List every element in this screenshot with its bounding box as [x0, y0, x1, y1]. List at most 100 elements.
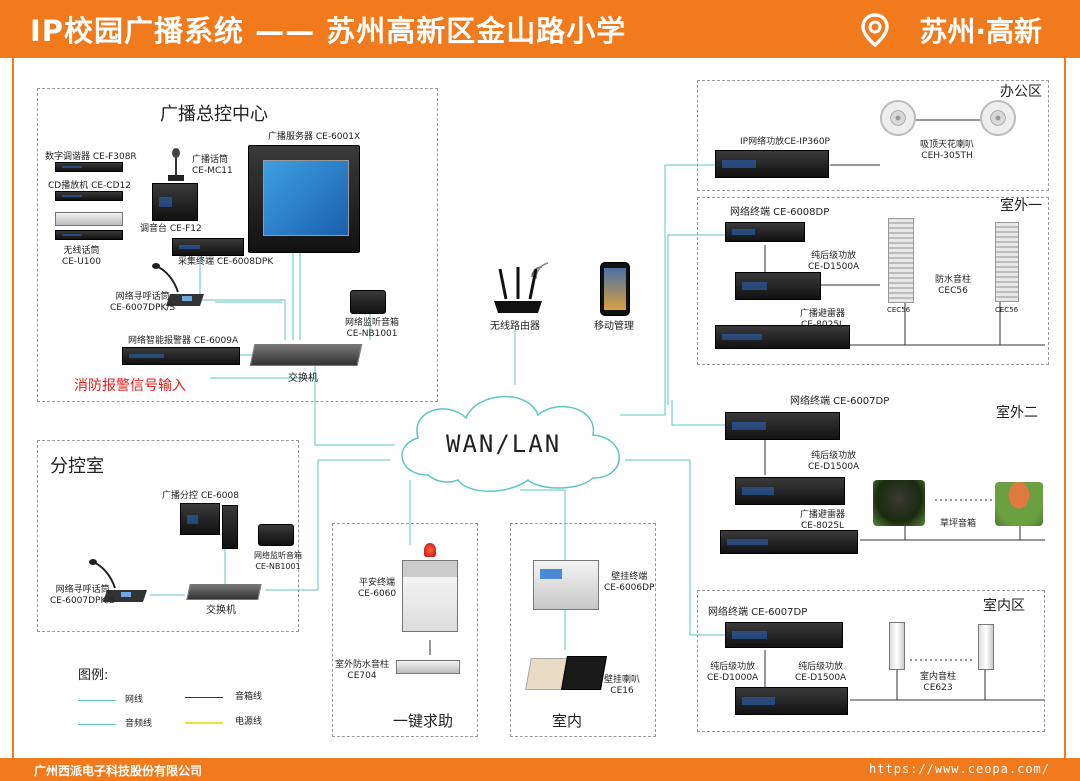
mobile-label: 移动管理: [594, 321, 634, 332]
outdoor1-power-amp[interactable]: [735, 272, 821, 300]
one-key-title: 一键求助: [393, 712, 454, 730]
monitor-label: 网络监听音箱 CE-NB1001: [345, 318, 400, 339]
tuner-unit[interactable]: [55, 212, 123, 226]
legend-audio-line: [78, 724, 116, 725]
lawn-speaker-mushroom[interactable]: [995, 482, 1043, 526]
cloud-icon: [401, 395, 620, 492]
wan-lan-label: WAN/LAN: [446, 430, 562, 458]
outdoor1-region: [697, 197, 1049, 365]
cd-label: CD播放机 CE-CD12: [48, 181, 131, 191]
indoor-column-2[interactable]: [978, 624, 994, 670]
sub-switch[interactable]: [186, 584, 262, 600]
paging-label: 网络寻呼话筒 CE-6007DPK/S: [110, 292, 176, 313]
wall-terminal-label: 壁挂终端 CE-6006DP: [604, 572, 655, 593]
location-pin-icon: [861, 13, 889, 47]
sub-control-region: [37, 440, 299, 632]
cd-player[interactable]: [55, 191, 123, 201]
broadcast-server[interactable]: [248, 145, 360, 253]
header-bar: IP校园广播系统 —— 苏州高新区金山路小学 苏州·高新: [0, 0, 1080, 58]
monitor-speaker[interactable]: [350, 290, 386, 314]
legend-power-line: [185, 722, 223, 724]
ceiling-speaker-1[interactable]: [880, 100, 916, 136]
outdoor1-terminal-label: 网络终端 CE-6008DP: [730, 207, 830, 218]
outdoor2-terminal-label: 网络终端 CE-6007DP: [790, 396, 890, 407]
wireless-router-icon: [494, 262, 549, 313]
indoor-area-title: 室内区: [983, 598, 1025, 614]
office-region: [697, 80, 1049, 191]
column-tag-2: CEC56: [995, 306, 1019, 314]
ceiling-speaker-2[interactable]: [980, 100, 1016, 136]
location-label: 苏州·高新: [919, 15, 1042, 48]
mixer-label: 调音台 CE-F12: [140, 224, 202, 234]
sub-host-label: 广播分控 CE-6008: [162, 491, 239, 501]
wall-speaker-black[interactable]: [561, 656, 607, 690]
ceiling-speaker-label: 吸顶天花喇叭 CEH-305TH: [920, 140, 975, 161]
digital-tuner[interactable]: [55, 162, 123, 172]
phone-screen: [604, 268, 626, 310]
outdoor1-title: 室外一: [1000, 198, 1042, 214]
indoor-power-amp[interactable]: [735, 687, 848, 715]
outdoor1-amp-label: 纯后级功放 CE-D1500A: [808, 251, 860, 272]
page-title: IP校园广播系统 —— 苏州高新区金山路小学: [30, 14, 627, 48]
one-key-region: [332, 523, 478, 737]
microphone-icon: [168, 148, 184, 181]
legend-network-line: [78, 700, 116, 701]
indoor-amp1-label: 纯后级功放 CE-D1000A: [707, 662, 759, 683]
indoor-column-label: 室内音柱 CE623: [920, 672, 957, 693]
legend-power: 电源线: [235, 717, 263, 727]
network-switch[interactable]: [249, 344, 363, 366]
sub-control-title: 分控室: [50, 456, 104, 477]
server-screen: [263, 160, 349, 236]
wireless-mic-receiver[interactable]: [55, 230, 123, 240]
tuner-label: 数字调谐器 CE-F308R: [45, 152, 137, 162]
mic-label: 广播话筒 CE-MC11: [192, 155, 233, 176]
ip-network-amplifier[interactable]: [715, 150, 829, 178]
lawn-speaker-rock[interactable]: [873, 480, 925, 526]
sub-host-pc[interactable]: [222, 505, 238, 549]
outdoor2-surge-label: 广播避雷器 CE-8025L: [800, 510, 846, 531]
legend-speaker: 音箱线: [235, 692, 263, 702]
paging-mic-icon: [152, 263, 204, 306]
router-label: 无线路由器: [490, 321, 540, 332]
outdoor2-power-amp[interactable]: [735, 477, 845, 505]
indoor-amp2-label: 纯后级功放 CE-D1500A: [795, 662, 847, 683]
outdoor-waterproof-speaker[interactable]: [396, 660, 460, 674]
switch-label: 交换机: [288, 373, 318, 384]
waterproof-column-1[interactable]: [888, 218, 914, 303]
terminal-top: [403, 561, 457, 577]
smart-alarm[interactable]: [122, 347, 240, 365]
control-center-region: [37, 88, 438, 402]
footer-bar: 广州西派电子科技股份有限公司 https://www.ceopa.com/: [0, 758, 1080, 781]
wall-terminal[interactable]: [533, 560, 599, 610]
outdoor2-network-terminal[interactable]: [725, 412, 840, 440]
diagram-frame: [12, 58, 1066, 758]
waterproof-speaker-label: 室外防水音柱 CE704: [335, 660, 390, 681]
outdoor2-surge-protector[interactable]: [720, 530, 858, 554]
sub-monitor-speaker[interactable]: [258, 524, 294, 546]
alarm-label: 网络智能报警器 CE-6009A: [128, 336, 239, 346]
outdoor1-network-terminal[interactable]: [725, 222, 805, 242]
mixer[interactable]: [152, 183, 198, 221]
indoor-network-terminal[interactable]: [725, 622, 843, 648]
indoor-area-region: [697, 590, 1045, 732]
mobile-phone[interactable]: [600, 262, 630, 316]
fire-alarm-input-label: 消防报警信号输入: [74, 378, 186, 394]
capture-terminal[interactable]: [172, 238, 244, 256]
outdoor1-surge-protector[interactable]: [715, 325, 850, 349]
legend-audio: 音频线: [125, 719, 153, 729]
indoor-title: 室内: [552, 712, 583, 730]
sub-host-monitor[interactable]: [180, 503, 220, 535]
legend-speaker-line: [185, 697, 223, 698]
control-center-title: 广播总控中心: [160, 104, 268, 125]
capture-label: 采集终端 CE-6008DPK: [178, 257, 274, 267]
company-name: 广州西派电子科技股份有限公司: [34, 764, 203, 778]
safety-terminal[interactable]: [402, 560, 458, 632]
alarm-light-icon: [424, 543, 436, 557]
office-amp-label: IP网络功放CE-IP360P: [740, 137, 830, 147]
safety-terminal-label: 平安终端 CE-6060: [358, 578, 397, 599]
wireless-label: 无线话筒 CE-U100: [62, 246, 101, 267]
company-url[interactable]: https://www.ceopa.com/: [869, 762, 1050, 776]
indoor-column-1[interactable]: [889, 622, 905, 670]
waterproof-column-2[interactable]: [995, 222, 1019, 302]
